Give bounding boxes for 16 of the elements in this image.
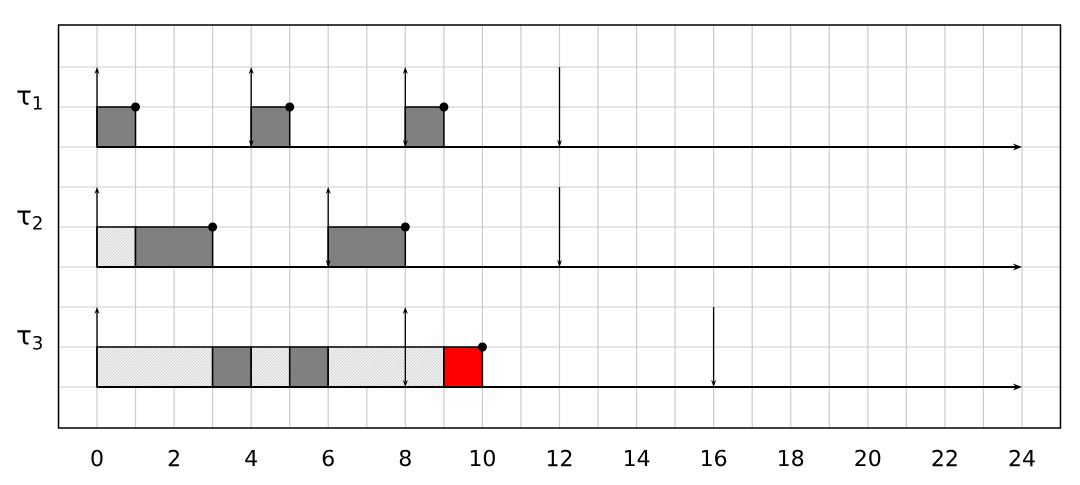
tick-label: 10 (470, 449, 495, 467)
tick-label: 20 (855, 449, 881, 467)
task-label: τ$_{3}$ (17, 330, 42, 350)
tick-label: 4 (245, 449, 257, 466)
tick-label: 0 (91, 449, 103, 467)
tick-label: 8 (399, 449, 411, 467)
tick-label: 6 (322, 449, 334, 467)
tick-label: 16 (702, 449, 727, 467)
tick-label: 22 (932, 449, 957, 467)
task-label: τ$_{2}$ (17, 210, 42, 230)
tick-label: 24 (1009, 449, 1035, 467)
tick-label: 2 (168, 449, 179, 467)
tick-label: 14 (625, 449, 650, 466)
tick-label: 18 (779, 449, 804, 467)
task-label: τ$_{1}$ (17, 90, 42, 110)
tick-label: 12 (547, 449, 572, 467)
